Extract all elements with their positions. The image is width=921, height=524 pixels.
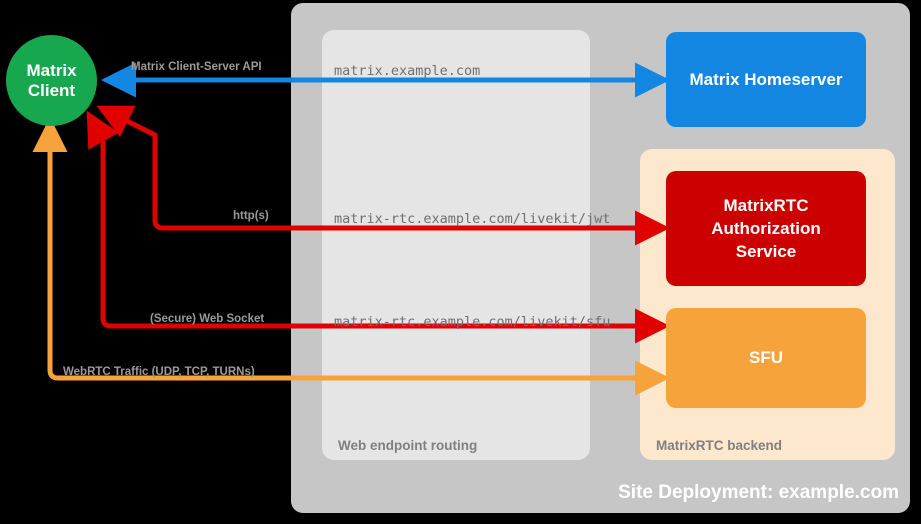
flow-line-webrtc-traffic <box>32 117 665 381</box>
auth-service-label-line2: Authorization <box>711 219 821 238</box>
label-web-endpoint-routing: Web endpoint routing <box>338 438 478 453</box>
matrix-client-label-line2: Client <box>27 80 76 100</box>
auth-service-label-line3: Service <box>735 242 797 261</box>
flow-label-https: http(s) <box>233 210 269 222</box>
matrix-client-label-line1: Matrix <box>26 60 77 80</box>
endpoint-url-livekit-jwt: matrix-rtc.example.com/livekit/jwt <box>334 211 611 227</box>
flow-label-matrix-client-server-api: Matrix Client-Server API <box>131 61 262 73</box>
container-web-endpoint-routing <box>322 30 590 460</box>
flow-line-https <box>96 105 665 231</box>
node-matrixrtc-authorization-service[interactable]: MatrixRTC Authorization Service <box>666 171 866 286</box>
endpoint-url-matrix: matrix.example.com <box>334 63 481 79</box>
label-site-deployment: Site Deployment: example.com <box>618 482 899 503</box>
auth-service-label-line1: MatrixRTC <box>723 196 809 215</box>
node-matrix-homeserver[interactable]: Matrix Homeserver <box>666 32 866 127</box>
endpoint-url-livekit-sfu: matrix-rtc.example.com/livekit/sfu <box>334 314 611 330</box>
node-sfu[interactable]: SFU <box>666 308 866 408</box>
flow-line-web-socket <box>86 110 665 329</box>
sfu-label: SFU <box>749 348 783 367</box>
label-matrixrtc-backend: MatrixRTC backend <box>656 438 783 453</box>
matrix-homeserver-label: Matrix Homeserver <box>689 69 843 89</box>
flow-label-webrtc-traffic: WebRTC Traffic (UDP, TCP, TURNs) <box>63 366 255 378</box>
flow-label-web-socket: (Secure) Web Socket <box>150 313 265 325</box>
node-matrix-client[interactable]: Matrix Client <box>6 35 97 126</box>
